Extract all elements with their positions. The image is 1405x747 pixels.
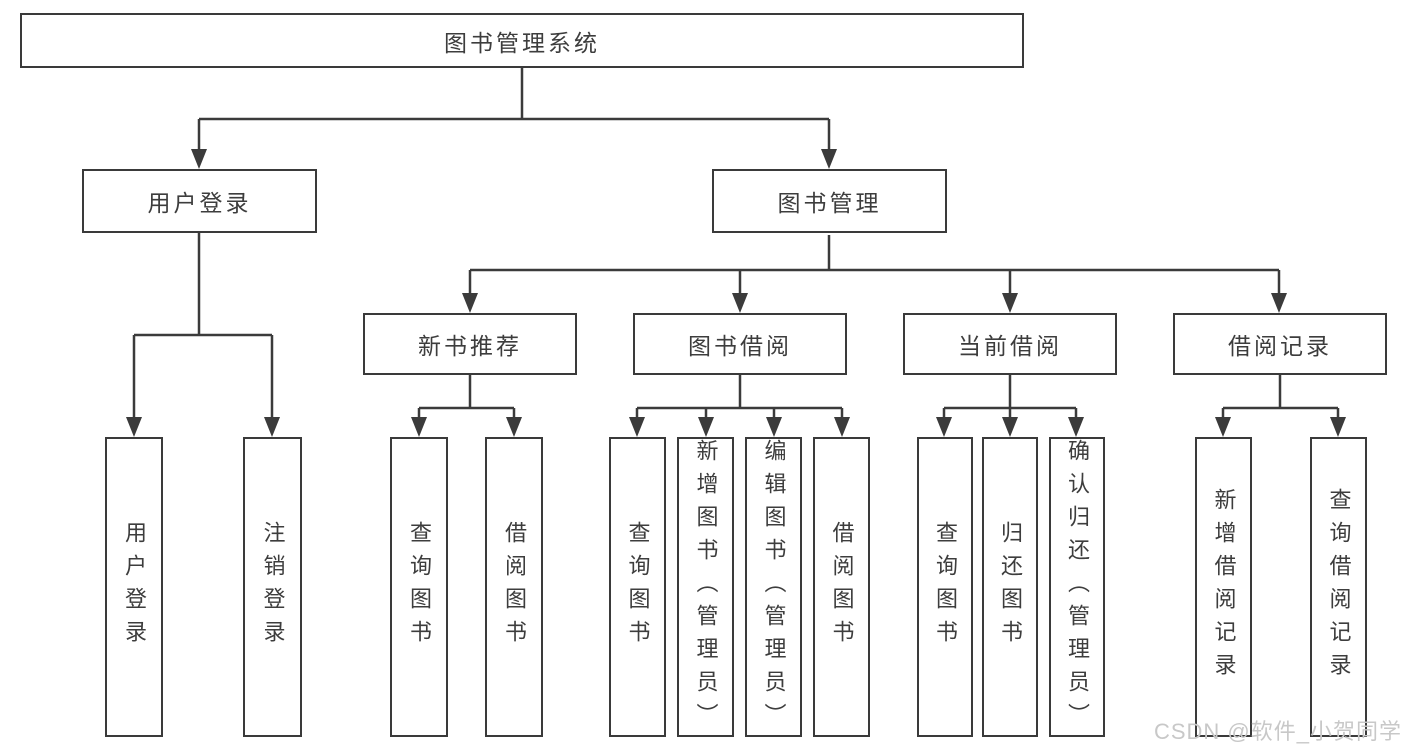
arrow-down-icon <box>629 417 645 437</box>
arrow-down-icon <box>1068 417 1084 437</box>
arrow-down-icon <box>462 293 478 313</box>
arrow-down-icon <box>1271 293 1287 313</box>
node-label: 借阅记录 <box>1228 333 1332 359</box>
arrow-down-icon <box>1002 293 1018 313</box>
node-label: 新增借阅记录 <box>1211 488 1237 686</box>
node-label: 归还图书 <box>998 521 1023 653</box>
arrow-down-icon <box>936 417 952 437</box>
arrow-down-icon <box>732 293 748 313</box>
csdn-watermark: CSDN @软件_小贺同学 <box>1153 719 1402 744</box>
leaf-query-books-current: 查询图书 <box>917 437 973 737</box>
node-label: 新增图书（管理员） <box>693 438 719 736</box>
arrow-down-icon <box>264 417 280 437</box>
node-label: 查询借阅记录 <box>1326 488 1352 686</box>
node-label: 用户登录 <box>147 190 252 216</box>
node-label: 借阅图书 <box>502 521 527 653</box>
node-label: 查询图书 <box>933 521 958 653</box>
arrow-down-icon <box>1330 417 1346 437</box>
node-label: 注销登录 <box>260 521 286 653</box>
node-label: 用户登录 <box>122 521 147 653</box>
leaf-query-books-borrow: 查询图书 <box>609 437 666 737</box>
leaf-add-borrow-record: 新增借阅记录 <box>1195 437 1252 737</box>
leaf-borrow-books-recommend: 借阅图书 <box>485 437 543 737</box>
node-label: 图书管理系统 <box>444 29 600 56</box>
leaf-user-login: 用户登录 <box>105 437 163 737</box>
leaf-edit-book-admin: 编辑图书（管理员） <box>745 437 802 737</box>
leaf-logout: 注销登录 <box>243 437 302 737</box>
node-book-management: 图书管理 <box>712 169 947 233</box>
arrow-down-icon <box>506 417 522 437</box>
arrow-down-icon <box>1002 417 1018 437</box>
node-label: 当前借阅 <box>958 333 1062 359</box>
leaf-query-borrow-record: 查询借阅记录 <box>1310 437 1367 737</box>
arrow-down-icon <box>698 417 714 437</box>
arrow-down-icon <box>411 417 427 437</box>
node-label: 新书推荐 <box>418 333 522 359</box>
node-label: 查询图书 <box>625 521 651 653</box>
node-label: 图书管理 <box>777 190 882 216</box>
node-user-login: 用户登录 <box>82 169 317 233</box>
arrow-down-icon <box>1215 417 1231 437</box>
node-label: 确认归还（管理员） <box>1065 438 1090 736</box>
leaf-borrow-books: 借阅图书 <box>813 437 870 737</box>
leaf-query-books-recommend: 查询图书 <box>390 437 448 737</box>
node-label: 查询图书 <box>407 521 432 653</box>
connector-lines <box>132 68 1340 429</box>
arrow-down-icon <box>126 417 142 437</box>
node-borrow-records: 借阅记录 <box>1173 313 1387 375</box>
node-current-borrow: 当前借阅 <box>903 313 1117 375</box>
arrow-down-icon <box>834 417 850 437</box>
node-label: 图书借阅 <box>688 333 792 359</box>
node-label: 编辑图书（管理员） <box>761 438 787 736</box>
node-book-management-system: 图书管理系统 <box>20 13 1024 68</box>
leaf-confirm-return-admin: 确认归还（管理员） <box>1049 437 1105 737</box>
arrow-down-icon <box>821 149 837 169</box>
arrow-down-icon <box>191 149 207 169</box>
leaf-add-book-admin: 新增图书（管理员） <box>677 437 734 737</box>
leaf-return-book: 归还图书 <box>982 437 1038 737</box>
node-new-book-recommend: 新书推荐 <box>363 313 577 375</box>
node-label: 借阅图书 <box>829 521 855 653</box>
arrow-down-icon <box>766 417 782 437</box>
node-book-borrow: 图书借阅 <box>633 313 847 375</box>
